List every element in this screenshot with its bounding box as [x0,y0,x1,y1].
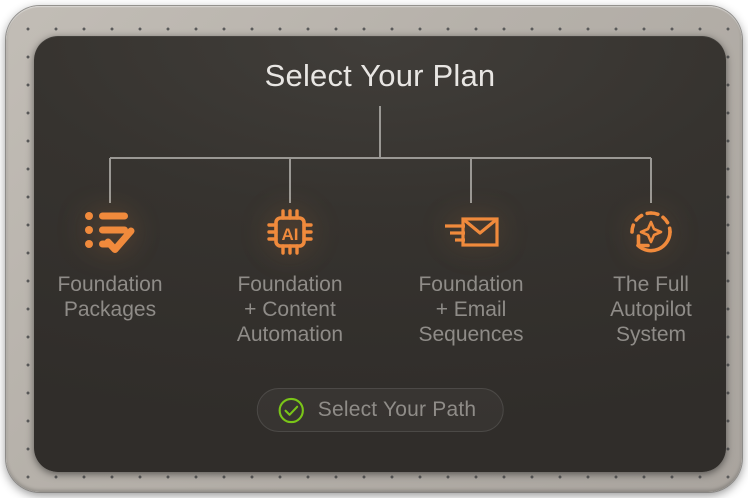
page-title: Select Your Plan [264,58,496,93]
device-bezel: Select Your Plan [6,6,742,492]
check-circle-icon [278,397,305,424]
branch-label: Foundation + Content Automation [236,273,344,346]
branch-content-automation[interactable]: AI Foundation + Content Automation [205,204,375,347]
select-your-path-button[interactable]: Select Your Path [256,388,504,432]
send-email-icon [386,204,556,260]
branch-label: Foundation Packages [57,273,163,321]
checklist-check-icon [34,204,195,260]
branch-email-sequences[interactable]: Foundation + Email Sequences [386,204,556,347]
plan-selector-card: Select Your Plan [34,36,726,472]
select-your-path-label: Select Your Path [317,398,477,421]
branch-label: Foundation + Email Sequences [418,273,524,346]
branch-full-autopilot[interactable]: The Full Autopilot System [566,204,726,347]
automation-refresh-sparkle-icon [566,204,726,260]
svg-text:AI: AI [282,225,299,244]
branch-label: The Full Autopilot System [610,273,692,346]
ai-chip-icon: AI [205,204,375,260]
branch-foundation-packages[interactable]: Foundation Packages [34,204,195,322]
